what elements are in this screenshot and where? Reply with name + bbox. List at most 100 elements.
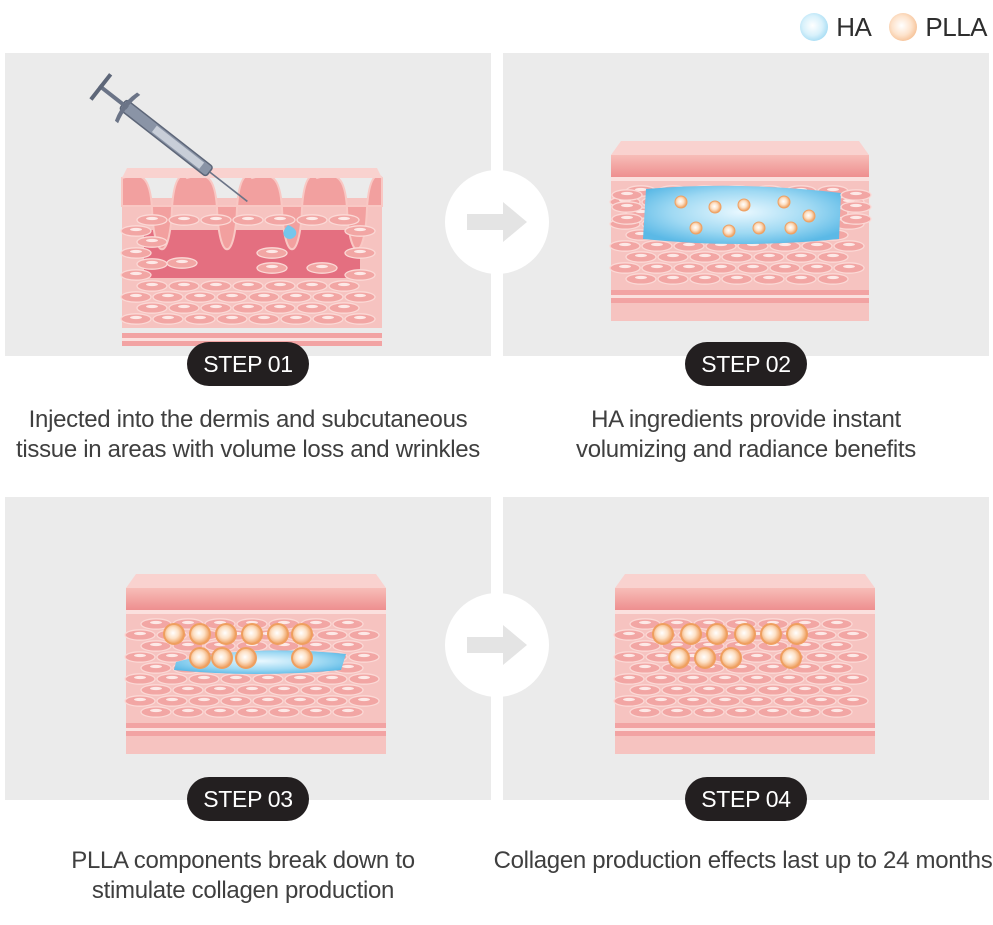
skin-bottom-line (122, 338, 382, 341)
cell-highlight (258, 293, 270, 298)
step-04-line-1: Collagen production effects last up to 2… (493, 847, 993, 874)
cell-highlight (783, 675, 795, 680)
plla-particle (267, 623, 289, 645)
cell-highlight (214, 620, 226, 625)
cell-highlight (767, 686, 779, 691)
cell-highlight (246, 686, 258, 691)
cell-highlight (210, 216, 222, 221)
cell-highlight (178, 216, 190, 221)
cell-highlight (246, 620, 258, 625)
cell-highlight (342, 620, 354, 625)
cell-highlight (847, 653, 859, 658)
cell-highlight (338, 216, 350, 221)
skin-bottom-line (611, 295, 869, 298)
cell-highlight (635, 187, 647, 192)
cell-highlight (146, 216, 158, 221)
right-arrow-icon (467, 625, 527, 665)
step-01-line-2: tissue in areas with volume loss and wri… (15, 436, 481, 463)
cell-highlight (671, 620, 683, 625)
plla-particle (241, 623, 263, 645)
cell-highlight (703, 686, 715, 691)
cell-highlight (266, 264, 278, 269)
cell-highlight (735, 686, 747, 691)
cell-highlight (162, 315, 174, 320)
cell-highlight (130, 271, 142, 276)
plla-particle (720, 647, 742, 669)
cell-highlight (316, 264, 328, 269)
cell-highlight (150, 620, 162, 625)
cell-highlight (358, 675, 370, 680)
cell-highlight (130, 315, 142, 320)
step-02-line-1: HA ingredients provide instant (591, 406, 901, 433)
cell-highlight (262, 697, 274, 702)
cell-highlight (719, 675, 731, 680)
plla-particle (652, 623, 674, 645)
cell-highlight (811, 242, 823, 247)
cell-highlight (619, 264, 631, 269)
skin-top-face (611, 141, 869, 155)
cell-highlight (827, 275, 839, 280)
step-03-line-1: PLLA components break down to (71, 847, 415, 874)
skin-top-face (122, 168, 382, 178)
cell-highlight (639, 686, 651, 691)
cell-highlight (214, 708, 226, 713)
cell-highlight (242, 216, 254, 221)
cell-highlight (639, 664, 651, 669)
plla-particle (689, 221, 703, 235)
step-02-description: HA ingredients provide instant volumizin… (503, 405, 989, 465)
cell-highlight (731, 275, 743, 280)
arrow-circle-2 (445, 593, 549, 697)
cell-highlight (134, 697, 146, 702)
cell-highlight (226, 315, 238, 320)
cell-highlight (182, 642, 194, 647)
cell-highlight (278, 620, 290, 625)
cell-highlight (342, 642, 354, 647)
cell-highlight (146, 304, 158, 309)
plla-particle (291, 647, 313, 669)
cell-highlight (278, 686, 290, 691)
cell-highlight (274, 304, 286, 309)
cell-highlight (719, 697, 731, 702)
cell-highlight (655, 697, 667, 702)
plla-particle (668, 647, 690, 669)
skin-bottom-line (615, 728, 875, 731)
step-02-line-2: volumizing and radiance benefits (576, 436, 916, 463)
cell-highlight (294, 675, 306, 680)
cell-highlight (639, 620, 651, 625)
cell-highlight (322, 315, 334, 320)
cell-highlight (214, 686, 226, 691)
plla-particle (291, 623, 313, 645)
cell-highlight (847, 631, 859, 636)
cell-highlight (338, 282, 350, 287)
plla-particle (722, 224, 736, 238)
cell-highlight (795, 275, 807, 280)
cell-highlight (715, 264, 727, 269)
plla-particle (211, 647, 233, 669)
cell-highlight (783, 697, 795, 702)
step-01-line-1: Injected into the dermis and subcutaneou… (28, 406, 468, 433)
cell-highlight (290, 293, 302, 298)
cell-highlight (198, 697, 210, 702)
skin-bottom (615, 723, 875, 728)
cell-highlight (799, 708, 811, 713)
cell-highlight (779, 242, 791, 247)
cell-highlight (326, 675, 338, 680)
cell-highlight (176, 259, 188, 264)
skin-top-face (126, 574, 386, 588)
cell-highlight (310, 642, 322, 647)
cell-highlight (623, 631, 635, 636)
syringe-icon (89, 73, 248, 203)
cell-highlight (639, 708, 651, 713)
cell-highlight (242, 304, 254, 309)
right-arrow-icon (467, 202, 527, 242)
cell-highlight (306, 304, 318, 309)
ha-dot-icon (800, 13, 829, 41)
cell-highlight (198, 675, 210, 680)
plla-particle (235, 647, 257, 669)
cell-highlight (655, 675, 667, 680)
cell-highlight (687, 697, 699, 702)
cell-highlight (194, 315, 206, 320)
legend-item-plla: PLLA (889, 12, 987, 43)
cell-highlight (134, 631, 146, 636)
cell-highlight (683, 264, 695, 269)
